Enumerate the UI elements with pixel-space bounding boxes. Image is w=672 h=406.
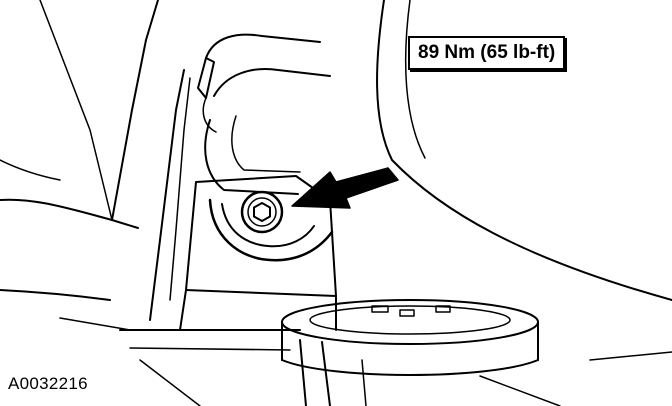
strut-seat-inner (309, 305, 511, 335)
seat-slot (399, 309, 415, 317)
pillar-inner (169, 77, 191, 301)
post-left (299, 339, 307, 406)
post-mid (361, 359, 367, 406)
lower-bracket (179, 289, 337, 331)
seat-slot (435, 305, 451, 313)
body-panel-outline (376, 0, 672, 301)
pillar-left (149, 69, 185, 321)
lower-detail (139, 359, 201, 406)
strut-seat-side (281, 321, 539, 361)
seat-slot (371, 305, 389, 313)
strut-seat-bottom (281, 359, 539, 376)
bushing-outer (208, 198, 334, 262)
lower-detail-3 (589, 351, 672, 361)
bracket-inner (231, 115, 301, 173)
bushing-inner (221, 203, 315, 248)
pillar-cut (111, 0, 159, 221)
torque-callout: 89 Nm (65 lb-ft) (408, 36, 566, 70)
hose-clip (197, 57, 215, 99)
bracket-outline (204, 119, 299, 195)
frame-rail-lower (0, 289, 111, 301)
torque-spec-text: 89 Nm (65 lb-ft) (418, 42, 556, 63)
hose (205, 33, 321, 59)
bolt-hex-socket (253, 202, 271, 222)
bolt-head-ring (247, 197, 277, 227)
lower-detail-2 (479, 375, 561, 406)
frame-rail-left (0, 198, 139, 229)
hose-loop (202, 97, 217, 133)
lower-rail-2 (129, 347, 291, 351)
pointer-arrow (291, 167, 399, 209)
lower-rail-3 (59, 317, 131, 331)
left-edge (0, 159, 61, 181)
hose-lower (213, 68, 331, 97)
figure-id-label: A0032216 (8, 374, 88, 393)
left-member (39, 0, 113, 221)
post-right (321, 341, 331, 406)
body-panel-edge (404, 0, 426, 159)
